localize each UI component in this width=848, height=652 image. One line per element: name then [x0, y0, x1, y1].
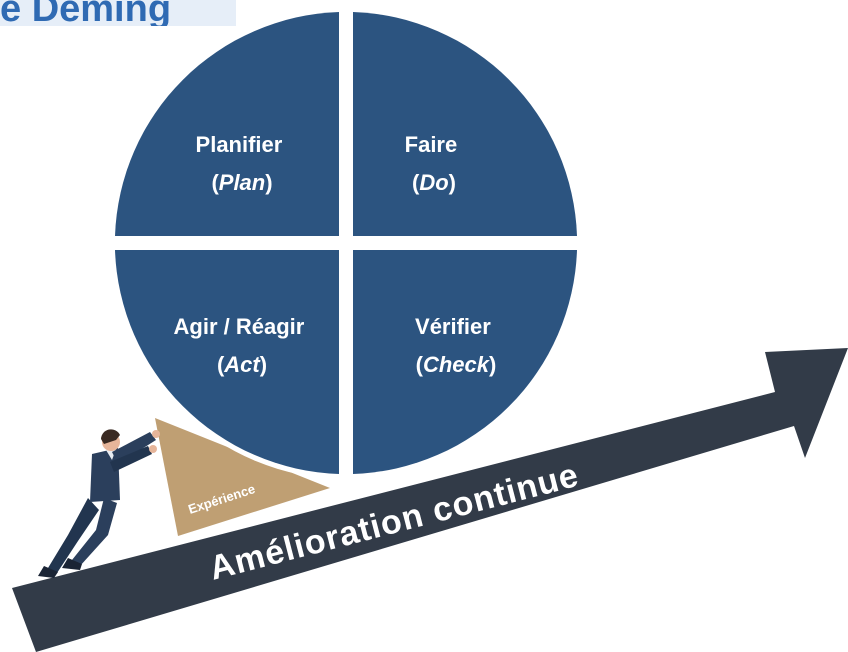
quadrant-act-label: Agir / Réagir (Act) — [174, 314, 311, 377]
quadrant-plan — [115, 12, 339, 236]
improvement-arrow — [12, 348, 848, 652]
quadrant-check — [353, 250, 577, 474]
person-pushing-icon — [38, 429, 160, 578]
pdca-wheel — [110, 7, 582, 479]
title-banner: e Deming — [0, 0, 236, 26]
quadrant-act — [115, 250, 339, 474]
quadrant-do — [353, 12, 577, 236]
quadrant-do-label: Faire (Do) — [405, 132, 464, 195]
quadrant-check-label: Vérifier (Check) — [415, 314, 497, 377]
experience-wedge — [155, 418, 330, 536]
page-title: e Deming — [0, 0, 172, 26]
quadrant-plan-label: Planifier (Plan) — [196, 132, 289, 195]
